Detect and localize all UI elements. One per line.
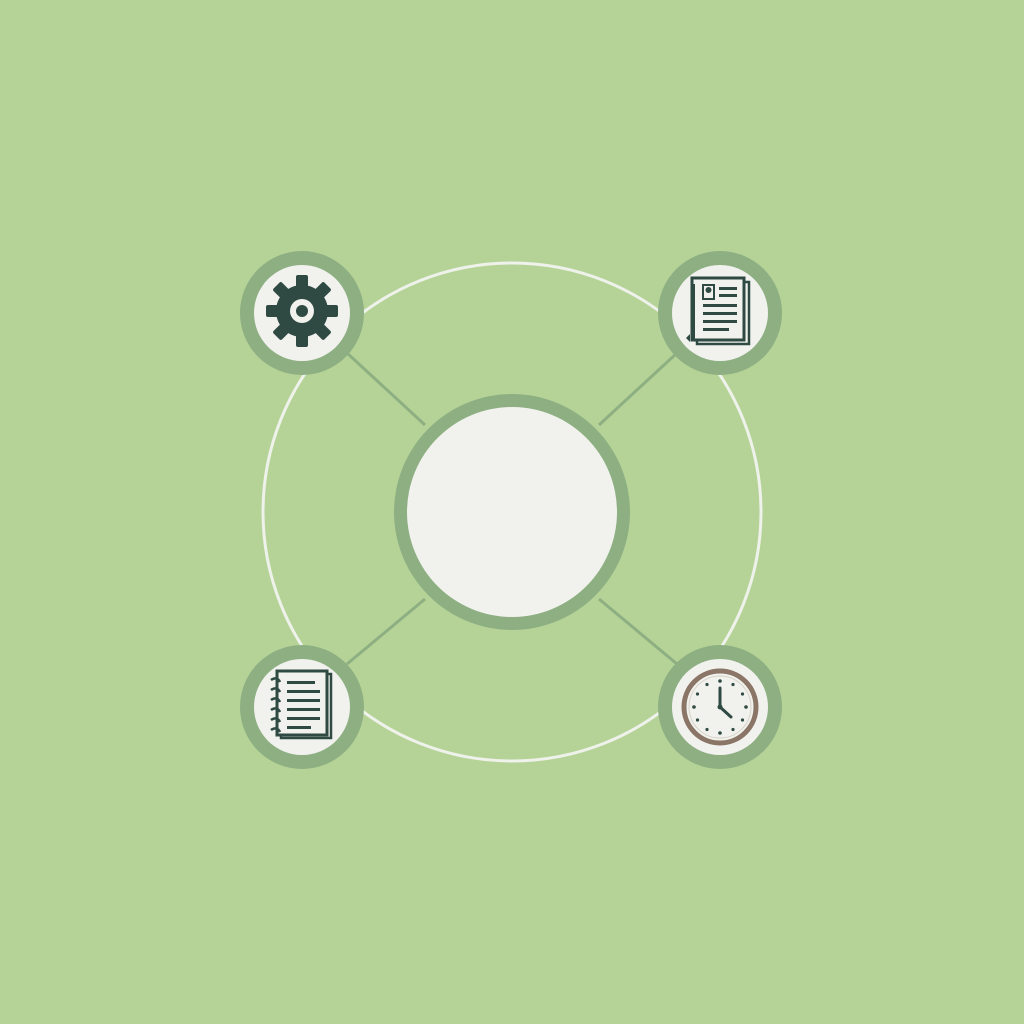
gear-icon — [266, 275, 338, 347]
node-clock[interactable] — [658, 645, 782, 769]
node-settings[interactable] — [240, 251, 364, 375]
connector-clock — [598, 597, 678, 666]
connector-notebook — [346, 597, 426, 666]
connector-settings — [345, 351, 427, 427]
document-icon — [686, 276, 751, 346]
outer-ring — [261, 261, 763, 763]
center-node[interactable] — [394, 394, 630, 630]
node-document[interactable] — [658, 251, 782, 375]
clock-icon — [681, 668, 759, 746]
connector-document — [597, 351, 679, 427]
node-notebook[interactable] — [240, 645, 364, 769]
notebook-icon — [270, 669, 333, 740]
